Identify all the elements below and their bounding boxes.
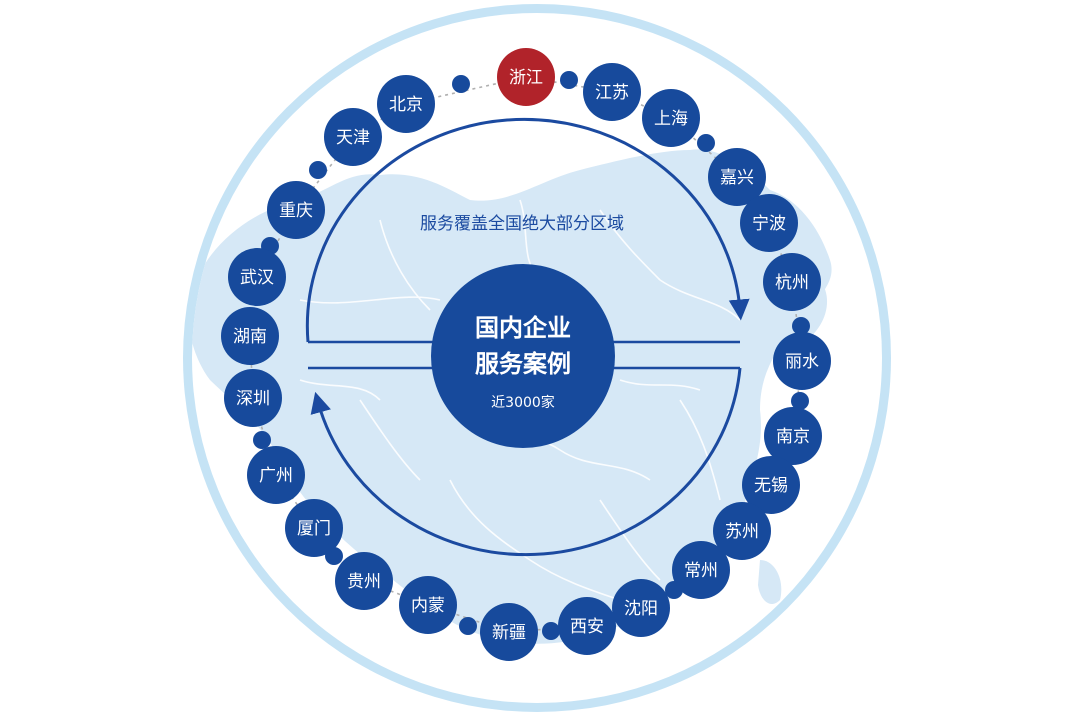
city-node-label: 沈阳	[624, 599, 658, 619]
center-title-line2: 服务案例	[475, 350, 571, 378]
top-arc-arrow	[305, 117, 750, 343]
city-node-label: 江苏	[595, 83, 629, 103]
city-node-circle	[642, 89, 700, 147]
city-node-label: 北京	[389, 95, 423, 115]
city-node: 新疆	[480, 603, 538, 661]
city-node: 江苏	[583, 63, 641, 121]
city-node: 北京	[377, 75, 435, 133]
city-node: 无锡	[742, 456, 800, 514]
city-node-label: 丽水	[785, 352, 819, 372]
city-node-label: 上海	[654, 109, 688, 129]
city-node: 厦门	[285, 499, 343, 557]
center-subtitle: 近3000家	[491, 394, 555, 411]
city-node: 宁波	[740, 194, 798, 252]
city-node: 丽水	[773, 332, 831, 390]
city-node-circle	[335, 552, 393, 610]
connector-dot	[253, 431, 271, 449]
city-node-circle	[764, 407, 822, 465]
city-node-circle	[228, 248, 286, 306]
city-node: 广州	[247, 446, 305, 504]
city-node: 深圳	[224, 369, 282, 427]
city-node-label: 新疆	[492, 623, 526, 643]
connector-dot	[560, 71, 578, 89]
city-node-circle	[713, 502, 771, 560]
city-node-circle	[480, 603, 538, 661]
city-node: 苏州	[713, 502, 771, 560]
city-node-circle	[672, 541, 730, 599]
city-node-label: 常州	[684, 561, 718, 581]
city-node-label: 苏州	[725, 522, 759, 542]
city-node-circle	[399, 576, 457, 634]
connector-dot	[452, 75, 470, 93]
city-node-label: 嘉兴	[720, 168, 754, 188]
city-node: 杭州	[763, 253, 821, 311]
city-node-label: 内蒙	[411, 596, 445, 616]
center-circle	[431, 264, 615, 448]
city-node-label: 浙江	[509, 68, 543, 88]
city-node-label: 湖南	[233, 327, 267, 347]
city-node-circle	[267, 181, 325, 239]
city-node-circle	[763, 253, 821, 311]
city-node: 内蒙	[399, 576, 457, 634]
city-node-circle	[773, 332, 831, 390]
connector-dot	[459, 617, 477, 635]
coverage-label: 服务覆盖全国绝大部分区域	[420, 214, 624, 234]
city-node-label: 武汉	[240, 268, 274, 288]
city-node-label: 杭州	[775, 273, 809, 293]
city-node-circle	[583, 63, 641, 121]
city-node-circle	[708, 148, 766, 206]
city-node-circle	[324, 108, 382, 166]
city-node: 贵州	[335, 552, 393, 610]
city-node-label: 南京	[776, 427, 810, 447]
city-node-circle	[497, 48, 555, 106]
city-node-label: 重庆	[279, 201, 313, 221]
connector-dot	[542, 622, 560, 640]
center-title-line1: 国内企业	[475, 314, 571, 342]
city-node-circle	[221, 307, 279, 365]
city-node-circle	[742, 456, 800, 514]
city-node: 重庆	[267, 181, 325, 239]
city-node: 浙江	[497, 48, 555, 106]
connector-dot	[791, 392, 809, 410]
connector-dot	[309, 161, 327, 179]
city-node: 湖南	[221, 307, 279, 365]
city-node-label: 西安	[570, 617, 604, 637]
city-node-label: 天津	[336, 128, 370, 148]
city-node-circle	[740, 194, 798, 252]
bottom-arc-arrow	[310, 367, 742, 557]
city-node-circle	[612, 579, 670, 637]
connector-dot	[697, 134, 715, 152]
city-node: 沈阳	[612, 579, 670, 637]
center-hub: 国内企业 服务案例 近3000家	[431, 264, 615, 448]
city-node-label: 贵州	[347, 572, 381, 592]
city-node-circle	[377, 75, 435, 133]
city-node-circle	[224, 369, 282, 427]
city-node-circle	[247, 446, 305, 504]
city-node: 西安	[558, 597, 616, 655]
city-node: 常州	[672, 541, 730, 599]
city-node: 上海	[642, 89, 700, 147]
connector-dot	[792, 317, 810, 335]
city-node: 天津	[324, 108, 382, 166]
city-node: 南京	[764, 407, 822, 465]
city-node: 武汉	[228, 248, 286, 306]
city-node-label: 无锡	[754, 476, 788, 496]
city-node: 嘉兴	[708, 148, 766, 206]
city-node-circle	[558, 597, 616, 655]
city-node-circle	[285, 499, 343, 557]
city-node-label: 广州	[259, 466, 293, 486]
city-node-label: 宁波	[752, 214, 786, 234]
city-node-label: 深圳	[236, 389, 270, 409]
city-node-label: 厦门	[297, 519, 331, 539]
